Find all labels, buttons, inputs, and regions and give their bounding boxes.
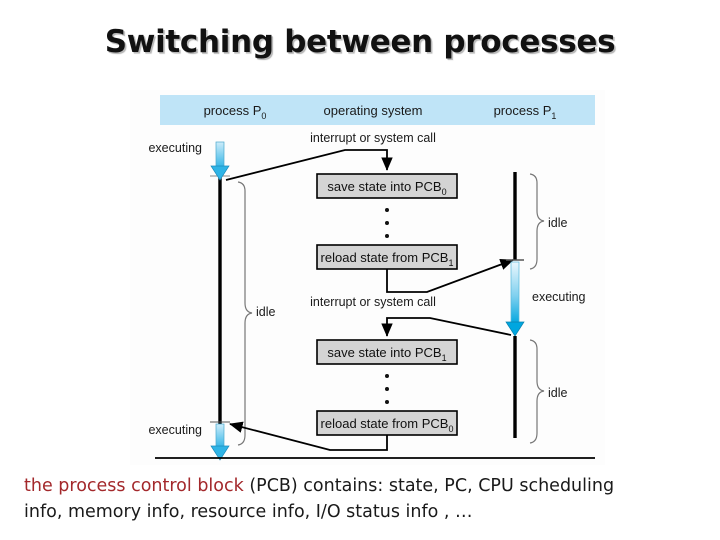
p1-executing-label: executing: [532, 290, 586, 304]
p1-idle-brace-top: [529, 173, 545, 270]
os-box-save-state-pcb0: save state into PCB0: [316, 173, 458, 199]
p1-executing-arrow: [505, 261, 525, 337]
p0-executing-top-label: executing: [148, 141, 202, 155]
svg-text:save state into PCB0: save state into PCB0: [327, 179, 446, 197]
p1-idle-bottom-label: idle: [548, 386, 568, 400]
connector-os-to-p0: [229, 421, 388, 451]
p0-executing-bottom-label: executing: [148, 423, 202, 437]
connector-p0-to-os-1: [225, 149, 393, 181]
p0-executing-arrow-top: [210, 141, 230, 181]
p0-idle-label: idle: [256, 305, 276, 319]
interrupt-label-2: interrupt or system call: [310, 295, 436, 309]
os-box-reload-state-pcb0: reload state from PCB0: [316, 410, 458, 436]
page-title: Switching between processes: [104, 24, 616, 60]
caption-line2: info, memory info, resource info, I/O st…: [24, 502, 473, 522]
p1-idle-brace-bottom: [529, 339, 545, 444]
process-switch-diagram: process P0 operating system process P1 i…: [130, 90, 605, 465]
header-process-p0: process P0: [204, 103, 267, 121]
p0-executing-arrow-bottom: [210, 423, 230, 461]
caption-highlight: the process control block: [24, 476, 244, 496]
diagram-header-bar: [160, 95, 595, 125]
connector-p1-to-os-2: [381, 317, 512, 337]
os-ellipsis-1: [385, 208, 389, 238]
os-ellipsis-2: [385, 374, 389, 404]
svg-text:reload state from PCB0: reload state from PCB0: [321, 416, 454, 434]
caption-text: the process control block (PCB) contains…: [24, 473, 700, 525]
connector-os-to-p1: [386, 258, 514, 293]
svg-text:reload state from PCB1: reload state from PCB1: [321, 250, 454, 268]
interrupt-label-1: interrupt or system call: [310, 131, 436, 145]
p1-idle-top-label: idle: [548, 216, 568, 230]
diagram-svg: process P0 operating system process P1 i…: [148, 95, 595, 461]
os-box-reload-state-pcb1: reload state from PCB1: [316, 244, 458, 270]
header-operating-system: operating system: [324, 103, 423, 118]
p0-idle-brace: [237, 181, 253, 446]
caption-rest-line1: (PCB) contains: state, PC, CPU schedulin…: [243, 476, 615, 496]
header-process-p1: process P1: [494, 103, 557, 121]
os-box-save-state-pcb1: save state into PCB1: [316, 339, 458, 365]
svg-text:save state into PCB1: save state into PCB1: [327, 345, 446, 363]
